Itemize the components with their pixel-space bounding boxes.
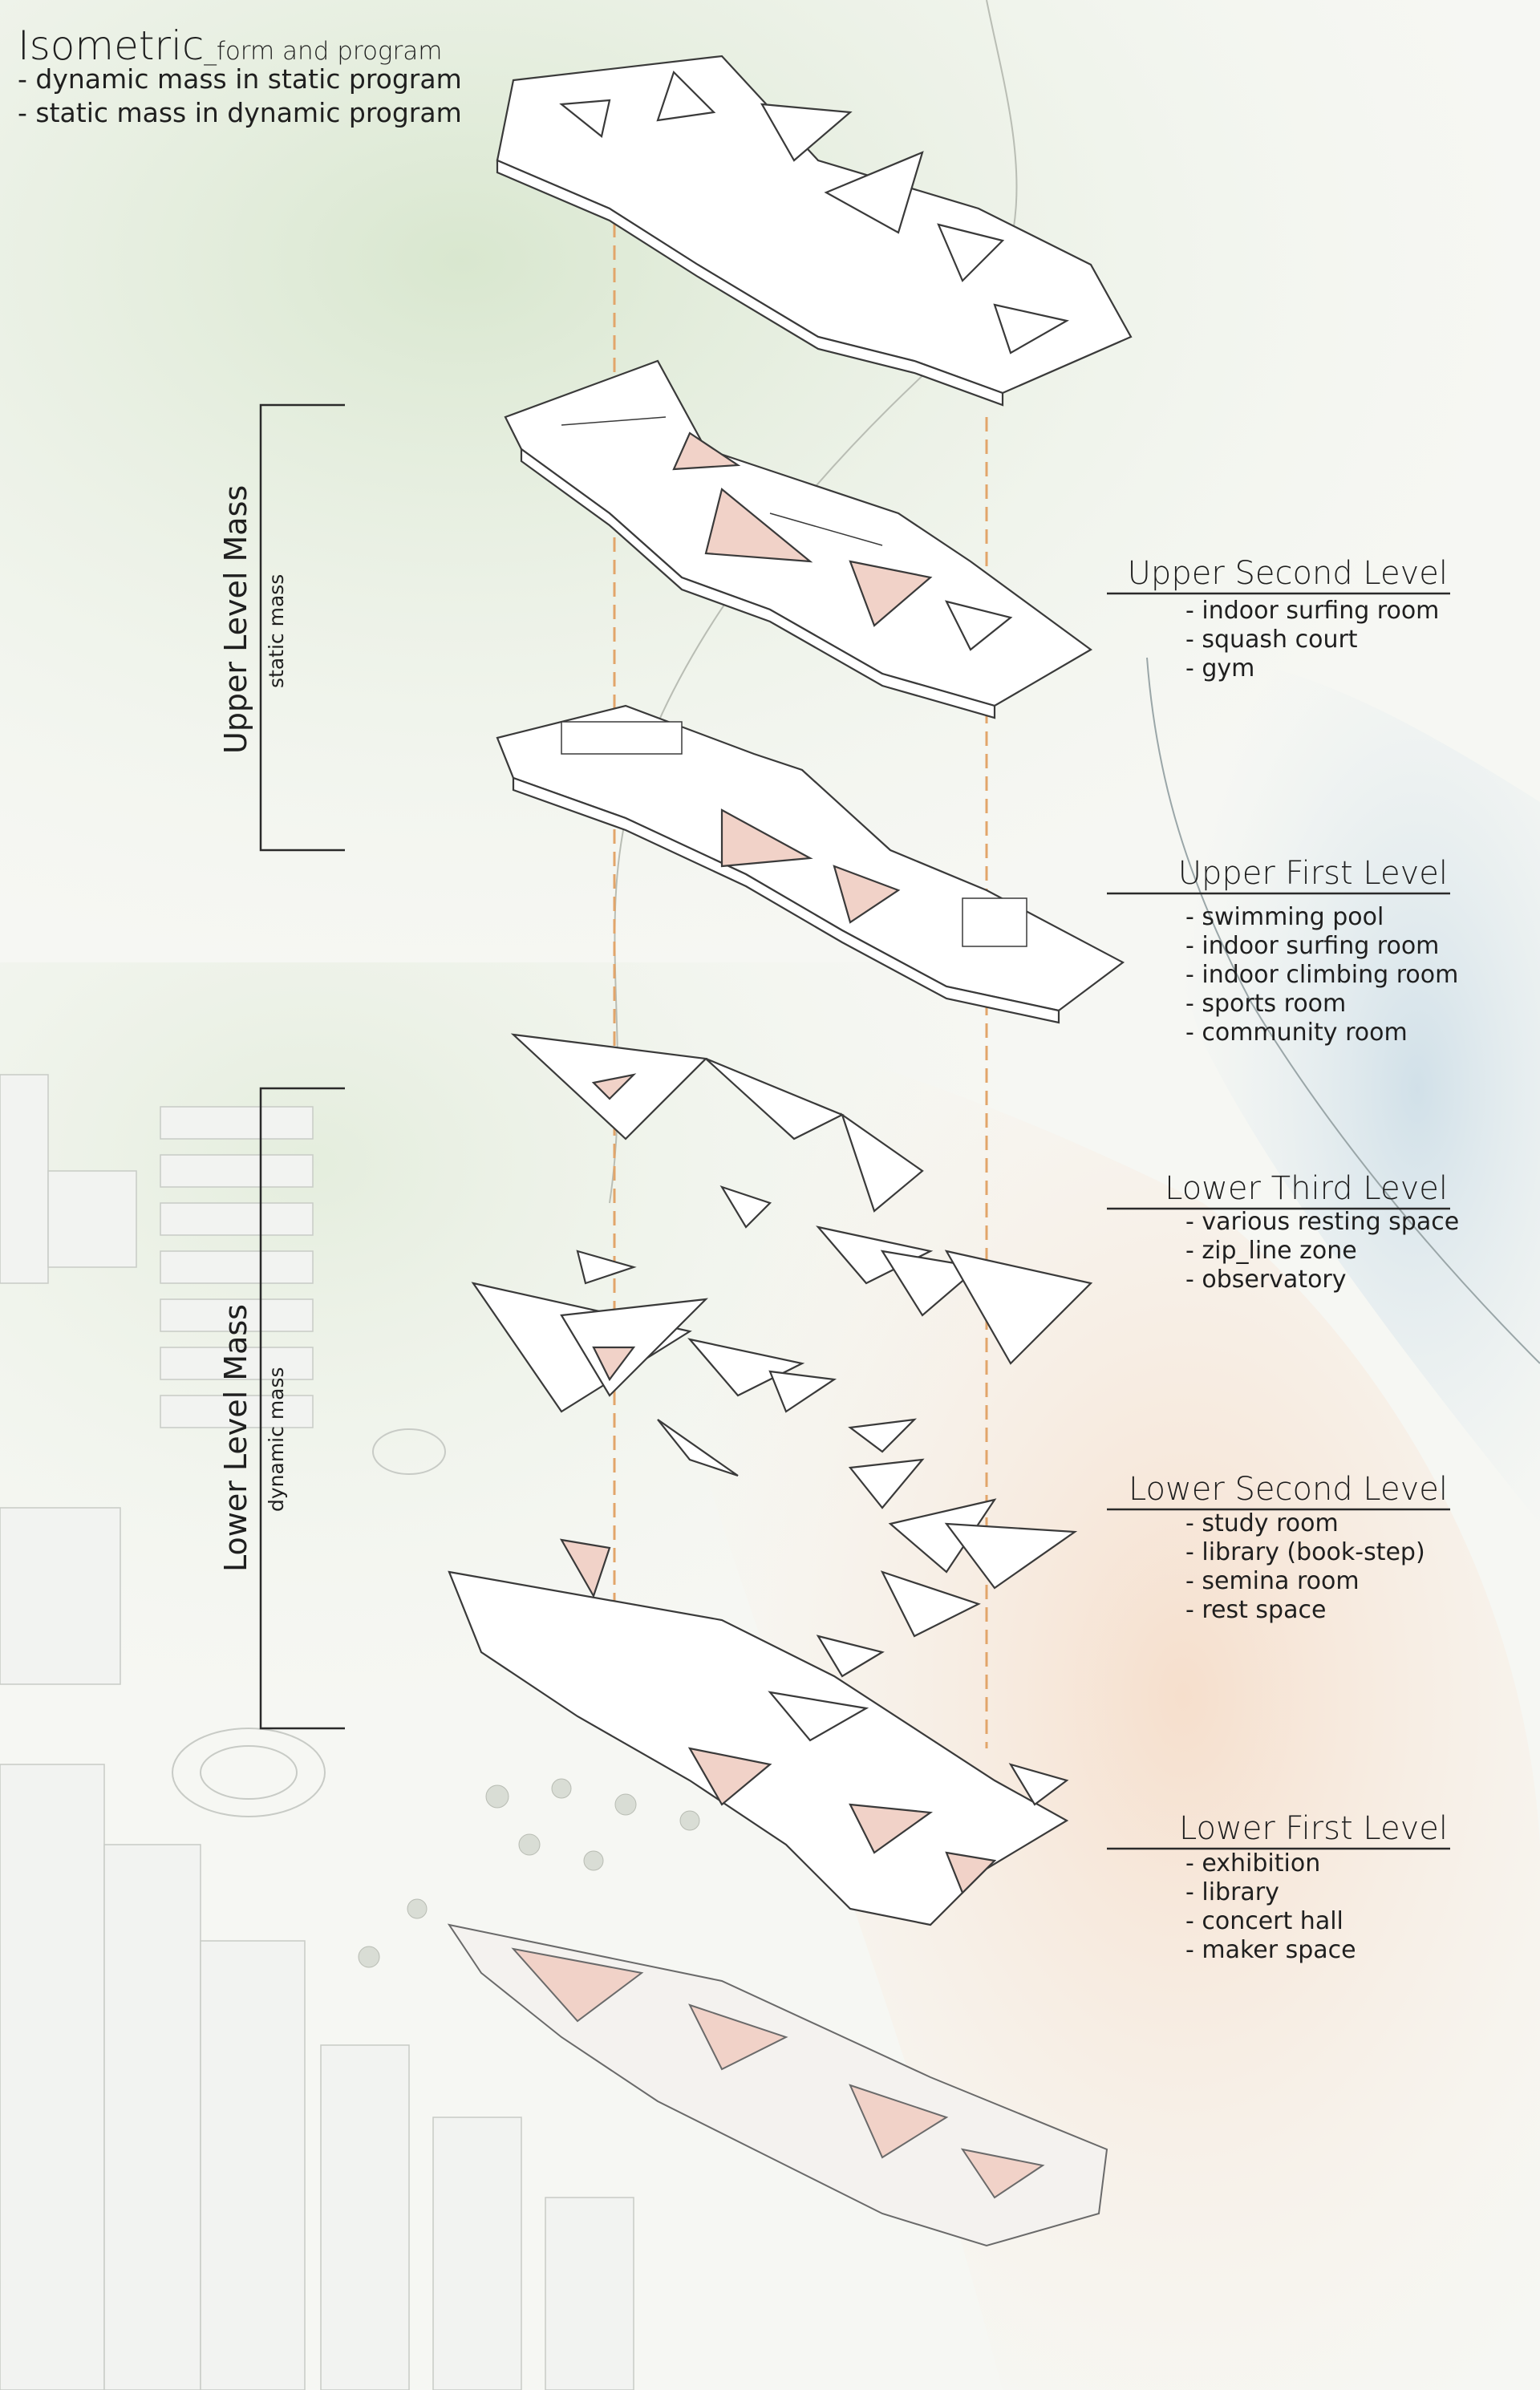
level-title: Upper First Level	[1177, 855, 1448, 892]
program-item: - exhibition	[1185, 1849, 1321, 1878]
program-item: - sports room	[1185, 990, 1347, 1018]
level-title: Upper Second Level	[1127, 555, 1448, 592]
lower-mass-title: Lower Level Mass	[218, 1304, 253, 1572]
lower-first-level-plate	[448, 1538, 1069, 1926]
tree-cluster	[358, 1778, 700, 1968]
upper-second-level-plate	[504, 359, 1093, 719]
lower-mass-subtitle: dynamic mass	[265, 1367, 288, 1512]
intro-notes: - dynamic mass in static program - stati…	[18, 63, 462, 130]
upper-first-level-plate	[496, 704, 1125, 1024]
level-program-list: - indoor surfing room - squash court - g…	[1185, 597, 1439, 683]
plaza-circles	[172, 1428, 446, 1817]
program-item: - study room	[1185, 1509, 1339, 1537]
program-item: - maker space	[1185, 1936, 1356, 1964]
program-item: - community room	[1185, 1019, 1408, 1047]
level-program-list: - study room - library (book-step) - sem…	[1185, 1509, 1425, 1625]
level-rules	[1107, 592, 1450, 1850]
page-title: Isometric_form and program	[18, 22, 442, 69]
program-item: - semina room	[1185, 1567, 1360, 1595]
program-item: - swimming pool	[1185, 903, 1384, 931]
upper-mass-subtitle: static mass	[265, 573, 288, 688]
level-program-list: - various resting space - zip_line zone …	[1185, 1208, 1459, 1294]
level-title: Lower Second Level	[1128, 1471, 1448, 1508]
intro-note: - dynamic mass in static program	[18, 63, 462, 95]
program-item: - indoor surfing room	[1185, 932, 1440, 960]
program-item: - concert hall	[1185, 1907, 1343, 1935]
coastline	[1146, 657, 1540, 1364]
level-program-list: - exhibition - library - concert hall - …	[1185, 1849, 1356, 1965]
program-item: - observatory	[1185, 1266, 1347, 1294]
program-item: - library (book-step)	[1185, 1538, 1425, 1566]
lower-third-level-plate	[510, 1033, 1093, 1365]
program-item: - rest space	[1185, 1596, 1327, 1624]
intro-note: - static mass in dynamic program	[18, 97, 462, 128]
upper-mass-title: Upper Level Mass	[218, 484, 253, 754]
program-item: - library	[1185, 1878, 1279, 1906]
program-item: - gym	[1185, 654, 1255, 683]
program-item: - indoor climbing room	[1185, 961, 1459, 989]
level-program-list: - swimming pool - indoor surfing room - …	[1185, 903, 1458, 1047]
level-title: Lower Third Level	[1165, 1170, 1448, 1207]
ground-site-plan	[447, 1923, 1108, 2247]
water-area	[1131, 654, 1540, 1524]
program-item: - zip_line zone	[1185, 1237, 1357, 1265]
mass-brackets	[259, 403, 345, 1730]
program-item: - squash court	[1185, 626, 1358, 654]
title-text: Isometric	[18, 22, 205, 69]
roof-mass	[496, 55, 1133, 407]
program-item: - various resting space	[1185, 1208, 1460, 1236]
beach-area	[647, 1003, 1540, 2390]
city-blocks	[0, 1074, 634, 2390]
level-title: Lower First Level	[1178, 1810, 1448, 1847]
program-item: - indoor surfing room	[1185, 597, 1440, 625]
title-subtitle: _form and program	[204, 37, 443, 66]
lower-second-level-plate	[471, 1282, 1078, 1638]
